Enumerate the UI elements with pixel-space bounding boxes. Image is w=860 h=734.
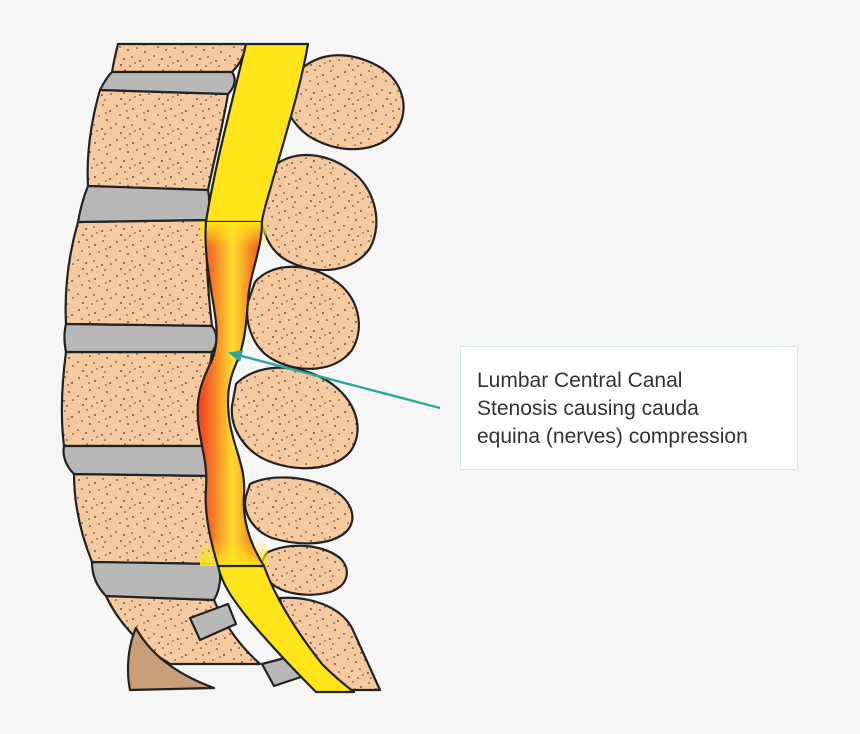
disc-5: [90, 560, 222, 602]
callout-box: Lumbar Central Canal Stenosis causing ca…: [460, 346, 798, 470]
spinous-process-1: [284, 54, 405, 151]
vertebra-1: [110, 42, 248, 74]
callout-line-2: Stenosis causing cauda: [477, 397, 699, 420]
spinal-canal-lower: [216, 564, 356, 694]
vertebra-4: [60, 350, 214, 448]
disc-2: [76, 184, 211, 224]
disc-3: [63, 322, 218, 354]
spinous-process-4: [230, 366, 359, 470]
disc-4: [62, 444, 216, 478]
spinal-canal: [196, 42, 356, 694]
spinous-process-6: [261, 544, 348, 596]
spinous-process-5: [244, 476, 354, 545]
callout-line-1: Lumbar Central Canal: [477, 369, 683, 392]
compression-fade-top-overlay: [200, 222, 266, 248]
spinous-process-3: [246, 265, 360, 370]
callout-arrow: [228, 350, 441, 410]
disc-1: [98, 70, 236, 96]
vertebra-5: [72, 472, 220, 566]
vertebra-2: [86, 88, 230, 192]
vertebra-3: [64, 218, 214, 328]
sacrum-body: [126, 626, 216, 692]
spinal-canal-upper: [204, 42, 310, 224]
disc-6: [188, 602, 238, 642]
spinous-process-2: [260, 153, 378, 272]
spinal-canal-compressed-outline: [196, 221, 265, 567]
callout-line-3: equina (nerves) compression: [477, 425, 748, 448]
spinous-processes: [230, 54, 405, 692]
